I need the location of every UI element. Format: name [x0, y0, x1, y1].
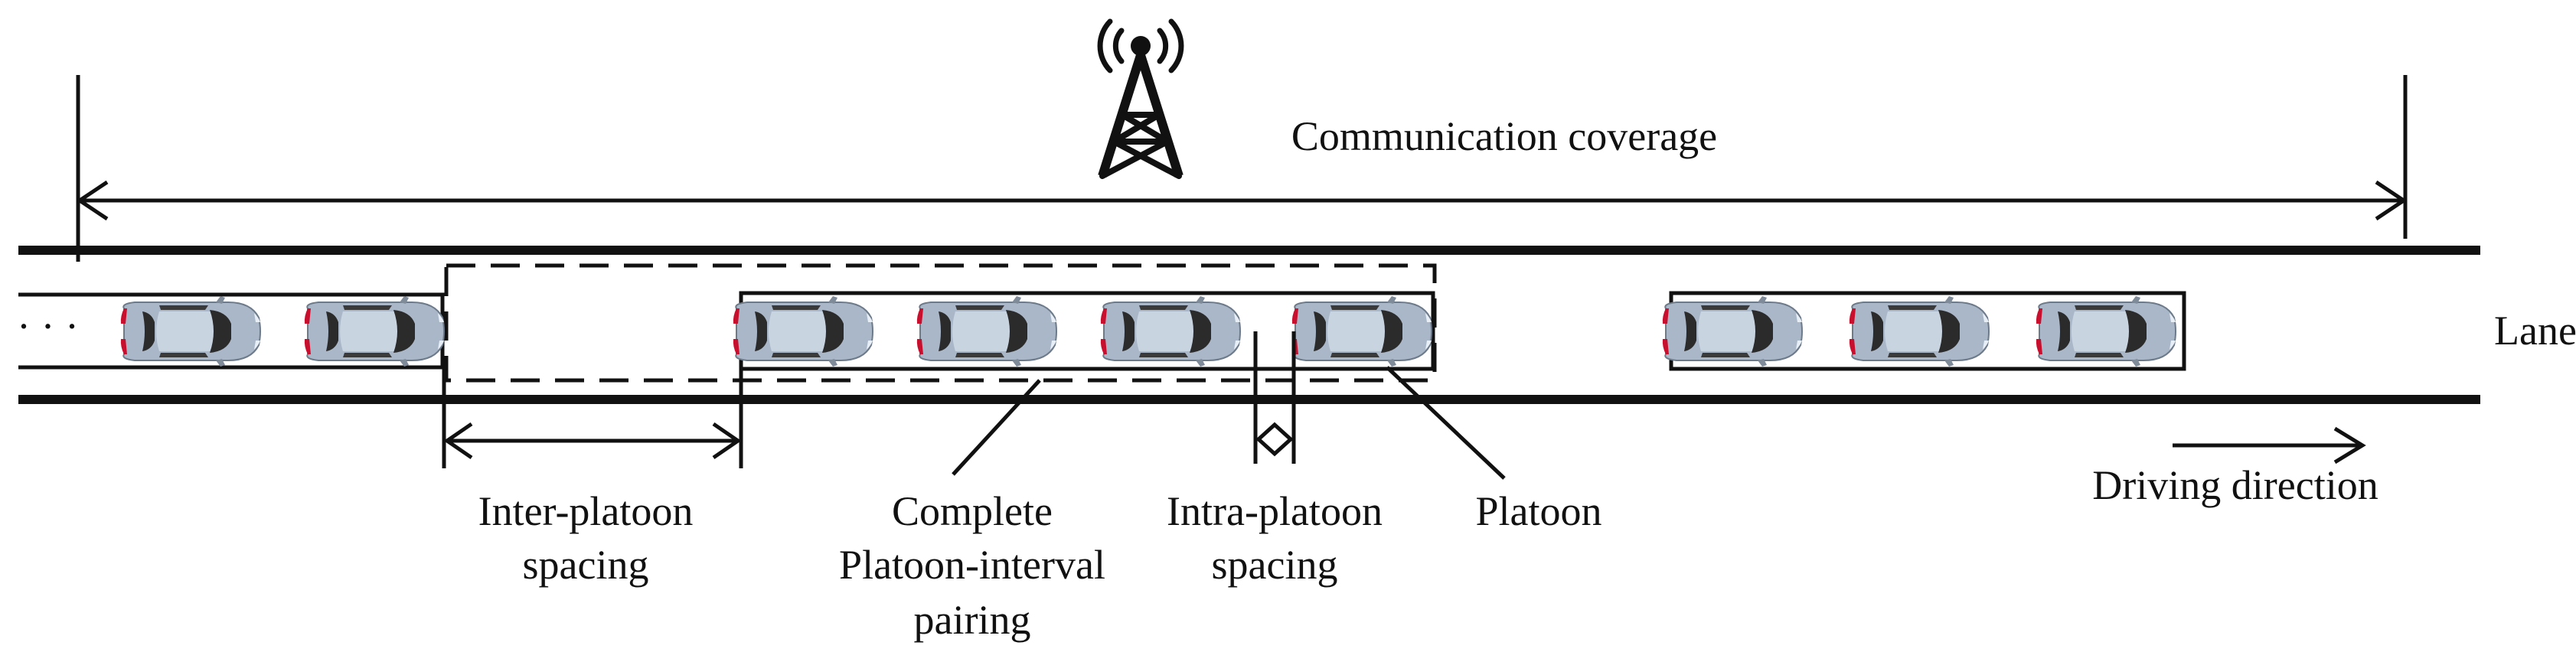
car-icon [732, 295, 873, 367]
pairing-label-line1: Complete [892, 488, 1053, 534]
car-icon [916, 295, 1057, 367]
pairing-leader-line [952, 379, 1041, 476]
coverage-arrow [76, 75, 2408, 262]
coverage-label: Communication coverage [1291, 113, 1717, 159]
lane-label: Lanei [2494, 308, 2576, 354]
driving-direction-arrow-icon [2173, 426, 2366, 465]
car-icon [1291, 295, 1432, 367]
intra-platoon-label-line1: Intra-platoon [1167, 488, 1383, 534]
more-vehicles-ellipsis: · · · [17, 303, 79, 349]
radio-tower-icon [1097, 18, 1184, 179]
car-icon [1099, 295, 1241, 367]
car-icon [119, 295, 261, 367]
car-icon [303, 295, 445, 367]
car-icon [2035, 295, 2176, 367]
car-icon [1661, 295, 1803, 367]
intra-platoon-spacing-marker [1253, 331, 1296, 464]
platoon-label: Platoon [1475, 488, 1601, 534]
driving-direction-label: Driving direction [2092, 462, 2378, 508]
intra-platoon-label-line2: spacing [1212, 542, 1338, 588]
pairing-label-line2: Platoon-interval [839, 542, 1105, 588]
pairing-label-line3: pairing [914, 597, 1031, 643]
pairing-dashed-box [444, 263, 1437, 383]
inter-platoon-label-line1: Inter-platoon [478, 488, 694, 534]
inter-platoon-label-line2: spacing [523, 542, 649, 588]
car-icon [1848, 295, 1990, 367]
inter-platoon-spacing-marker [442, 369, 743, 468]
platoon-leader-line [1386, 366, 1506, 480]
